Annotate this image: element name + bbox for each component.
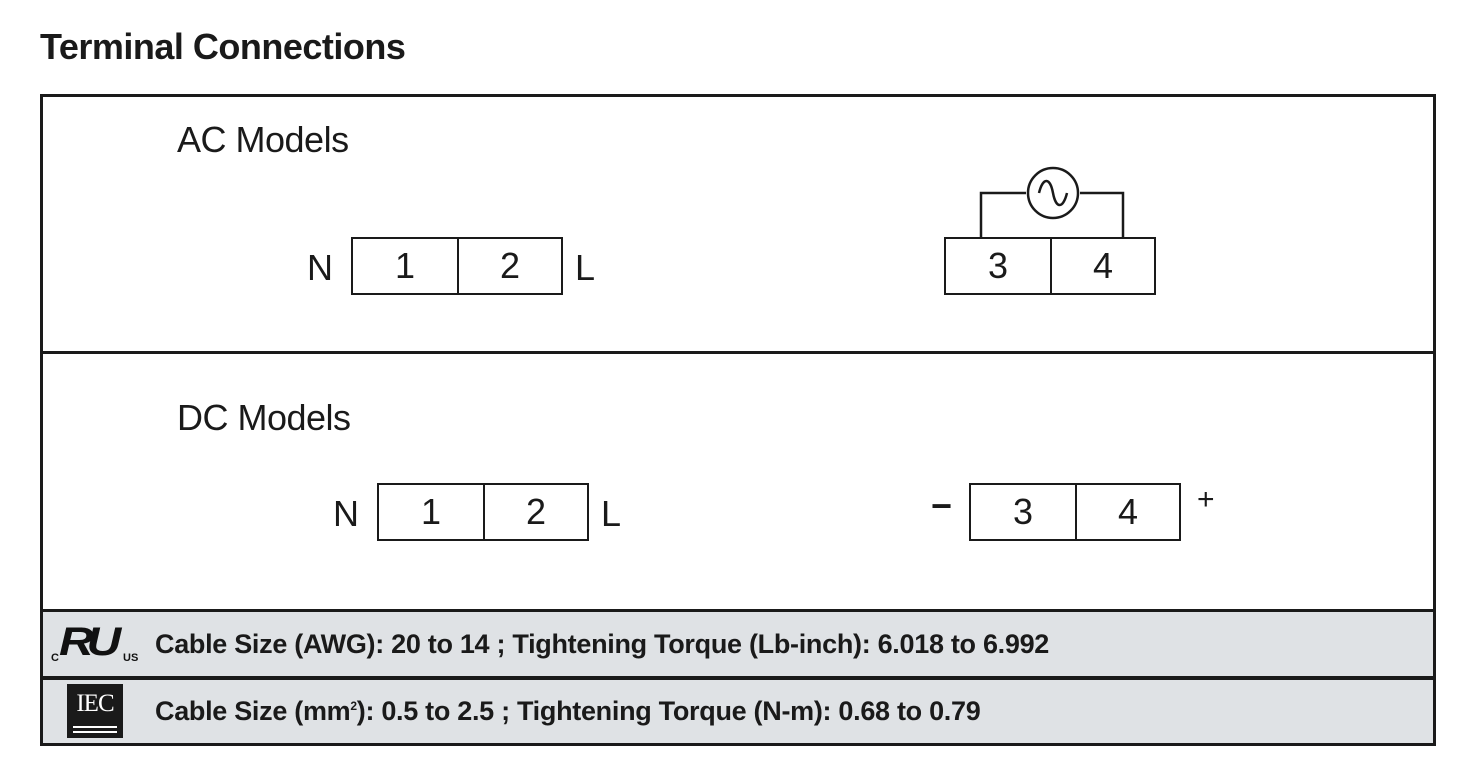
ac-terminal-2: 2 <box>457 239 561 293</box>
iec-spec-superscript: 2 <box>350 699 357 713</box>
ac-terminal-3: 3 <box>987 245 1009 286</box>
ul-iec-divider <box>43 676 1433 680</box>
iec-spec-text: Cable Size (mm2): 0.5 to 2.5 ; Tightenin… <box>155 696 981 727</box>
ul-spec-text: Cable Size (AWG): 20 to 14 ; Tightening … <box>155 628 1050 659</box>
ul-logo-c: C <box>51 652 59 664</box>
dc-models-label: DC Models <box>177 397 351 438</box>
dc-line-label: L <box>601 493 622 534</box>
ul-logo-us: US <box>123 652 139 664</box>
dc-terminal-2: 2 <box>483 485 587 539</box>
ac-input-terminal-block: 1 2 <box>351 237 563 295</box>
ul-logo: C RU US <box>51 620 147 670</box>
iec-spec-prefix: Cable Size (mm <box>155 696 351 726</box>
ac-source-wiring <box>979 166 1125 239</box>
dc-output-terminal-block: 3 4 <box>969 483 1181 541</box>
ac-output-terminal-block: 3 4 <box>944 237 1156 295</box>
dc-terminal-1: 1 <box>420 491 442 532</box>
dc-input-terminal-block: 1 2 <box>377 483 589 541</box>
dc-minus-sign: − <box>931 485 953 526</box>
dc-ul-divider <box>43 609 1433 612</box>
ac-dc-divider <box>43 351 1433 354</box>
ac-source-icon <box>1026 166 1080 220</box>
ul-spec-row: C RU US Cable Size (AWG): 20 to 14 ; Tig… <box>43 612 1433 676</box>
page-title: Terminal Connections <box>40 26 406 67</box>
dc-plus-sign: + <box>1197 483 1215 516</box>
terminal-diagram-frame: AC Models N 1 2 L 3 4 DC Models N 1 2 L … <box>40 94 1436 746</box>
ac-terminal-1: 1 <box>394 245 416 286</box>
dc-terminal-4: 4 <box>1075 485 1179 539</box>
ac-line-label: L <box>575 247 596 288</box>
iec-spec-suffix: ): 0.5 to 2.5 ; Tightening Torque (N-m):… <box>356 696 981 726</box>
iec-spec-row: IEC Cable Size (mm2): 0.5 to 2.5 ; Tight… <box>43 680 1433 743</box>
dc-neutral-label: N <box>333 493 359 534</box>
ul-logo-mark: RU <box>59 620 121 664</box>
ac-terminal-4: 4 <box>1050 239 1154 293</box>
iec-logo: IEC <box>67 684 123 738</box>
ac-neutral-label: N <box>307 247 333 288</box>
ac-models-label: AC Models <box>177 119 349 160</box>
dc-terminal-3: 3 <box>1012 491 1034 532</box>
iec-logo-text: IEC <box>76 690 114 717</box>
